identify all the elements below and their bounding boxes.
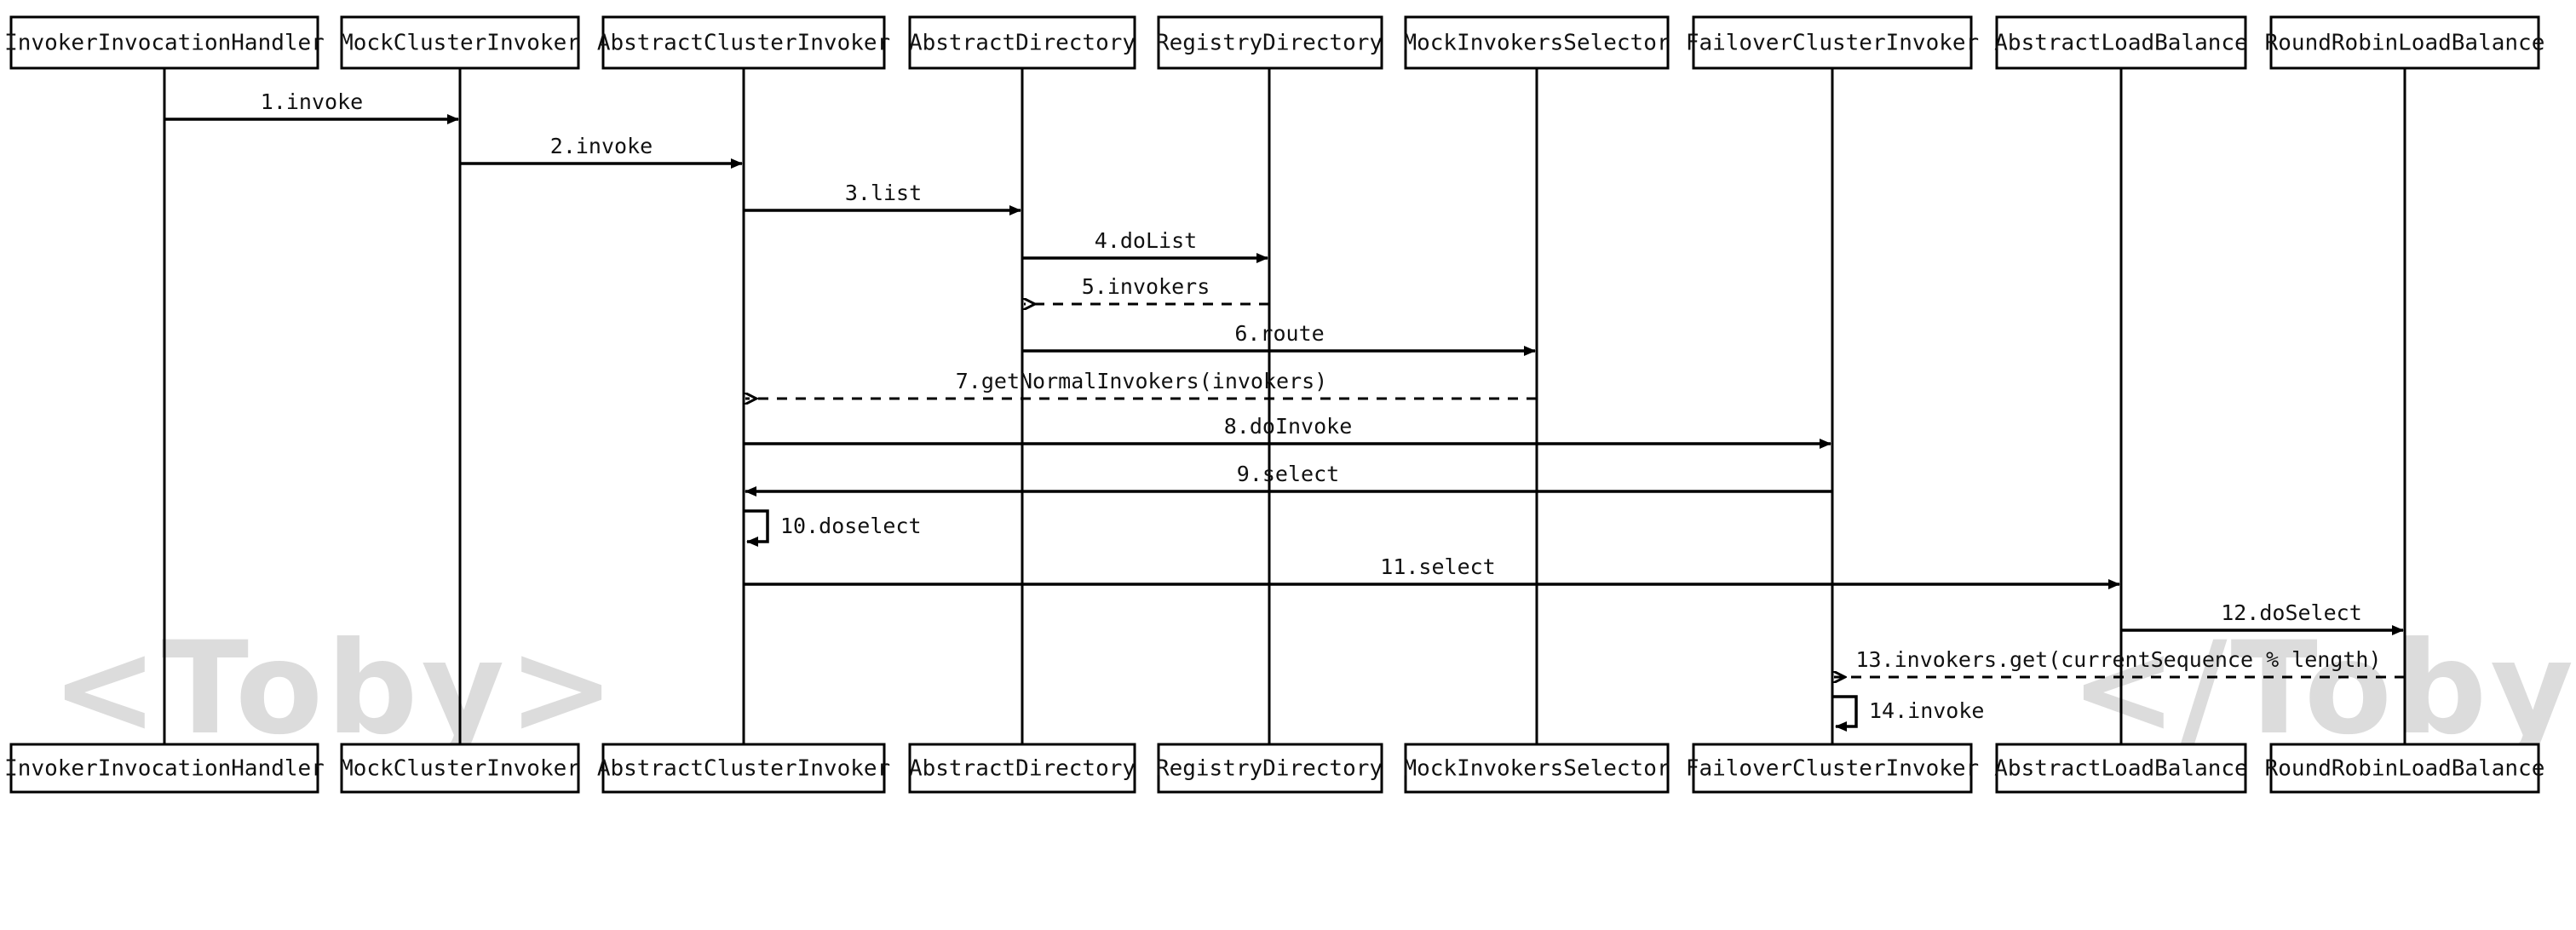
participant-label: MockInvokersSelector (1403, 31, 1670, 56)
participant-label: RoundRobinLoadBalance (2265, 756, 2545, 782)
message-3: 3.list (744, 181, 1021, 215)
participant-invoker-invocation-handler-header[interactable]: InvokerInvocationHandler (4, 15, 325, 70)
participant-label: FailoverClusterInvoker (1686, 756, 1979, 782)
participant-label: FailoverClusterInvoker (1686, 31, 1979, 56)
message-1: 1.invoke (164, 89, 459, 124)
message-7: 7.getNormalInvokers(invokers) (745, 369, 1537, 399)
participant-abstract-load-balance-header[interactable]: AbstractLoadBalance (1994, 15, 2248, 70)
self-message-arrow (744, 509, 769, 547)
message-2: 2.invoke (460, 134, 743, 169)
participant-mock-invokers-selector-header[interactable]: MockInvokersSelector (1403, 15, 1670, 70)
participant-abstract-directory-footer[interactable]: AbstractDirectory (908, 743, 1136, 794)
participant-mock-invokers-selector-footer[interactable]: MockInvokersSelector (1403, 743, 1670, 794)
participant-label: AbstractDirectory (909, 756, 1136, 782)
participant-registry-directory-header[interactable]: RegistryDirectory (1156, 15, 1383, 70)
message-label: 6.route (1234, 321, 1324, 346)
message-6: 6.route (1022, 321, 1536, 356)
message-8: 8.doInvoke (744, 414, 1831, 449)
participant-label: AbstractLoadBalance (1994, 756, 2247, 782)
message-label: 9.select (1237, 462, 1339, 486)
self-message-label: 14.invoke (1869, 698, 1984, 723)
participant-abstract-cluster-invoker-header[interactable]: AbstractClusterInvoker (597, 15, 890, 70)
participant-abstract-load-balance-footer[interactable]: AbstractLoadBalance (1994, 743, 2248, 794)
participant-label: RegistryDirectory (1156, 31, 1383, 56)
self-message-14: 14.invoke (1832, 695, 1984, 732)
participant-round-robin-load-balance-header[interactable]: RoundRobinLoadBalance (2265, 15, 2545, 70)
participant-footer-layer: InvokerInvocationHandler MockClusterInvok… (4, 743, 2545, 794)
participant-invoker-invocation-handler-footer[interactable]: InvokerInvocationHandler (4, 743, 325, 794)
message-label: 13.invokers.get(currentSequence % length… (1855, 647, 2381, 672)
message-label: 2.invoke (550, 134, 653, 158)
message-9: 9.select (745, 462, 1832, 497)
message-11: 11.select (744, 554, 2120, 589)
message-label: 5.invokers (1082, 274, 1210, 299)
message-label: 11.select (1380, 554, 1495, 579)
participant-label: MockClusterInvoker (340, 31, 580, 56)
participant-abstract-directory-header[interactable]: AbstractDirectory (908, 15, 1136, 70)
participant-abstract-cluster-invoker-footer[interactable]: AbstractClusterInvoker (597, 743, 890, 794)
watermark-text: <Toby> (51, 615, 618, 763)
lifeline-layer (163, 68, 2406, 744)
participant-round-robin-load-balance-footer[interactable]: RoundRobinLoadBalance (2265, 743, 2545, 794)
participant-label: AbstractDirectory (909, 31, 1136, 56)
message-label: 1.invoke (261, 89, 363, 114)
participant-label: MockInvokersSelector (1403, 756, 1670, 782)
participant-label: AbstractLoadBalance (1994, 31, 2247, 56)
participant-failover-cluster-invoker-header[interactable]: FailoverClusterInvoker (1686, 15, 1979, 70)
watermark-layer: <Toby> </Toby> (51, 615, 2576, 763)
participant-header-layer: InvokerInvocationHandler MockClusterInvok… (4, 15, 2545, 70)
participant-label: InvokerInvocationHandler (4, 31, 325, 56)
message-label: 8.doInvoke (1224, 414, 1353, 439)
participant-label: RegistryDirectory (1156, 756, 1383, 782)
message-13: 13.invokers.get(currentSequence % length… (1834, 647, 2405, 677)
message-5: 5.invokers (1024, 274, 1269, 304)
self-message-arrow (1832, 695, 1858, 732)
participant-label: RoundRobinLoadBalance (2265, 31, 2545, 56)
self-message-10: 10.doselect (744, 509, 922, 547)
watermark-text: </Toby> (2070, 615, 2576, 763)
message-4: 4.doList (1022, 228, 1268, 263)
message-label: 4.doList (1095, 228, 1197, 253)
message-layer: 1.invoke 2.invoke 3.list 4.doList 5.invokers… (164, 89, 2405, 677)
message-label: 3.list (845, 181, 922, 205)
message-label: 7.getNormalInvokers(invokers) (956, 369, 1328, 393)
participant-failover-cluster-invoker-footer[interactable]: FailoverClusterInvoker (1686, 743, 1979, 794)
message-label: 12.doSelect (2221, 600, 2362, 625)
participant-label: AbstractClusterInvoker (597, 756, 890, 782)
participant-registry-directory-footer[interactable]: RegistryDirectory (1156, 743, 1383, 794)
self-message-layer: 10.doselect 14.invoke (744, 509, 1984, 732)
participant-mock-cluster-invoker-header[interactable]: MockClusterInvoker (340, 15, 580, 70)
participant-label: InvokerInvocationHandler (4, 756, 325, 782)
participant-label: MockClusterInvoker (340, 756, 580, 782)
participant-label: AbstractClusterInvoker (597, 31, 890, 56)
participant-mock-cluster-invoker-footer[interactable]: MockClusterInvoker (340, 743, 580, 794)
message-12: 12.doSelect (2121, 600, 2404, 635)
self-message-label: 10.doselect (780, 514, 922, 538)
